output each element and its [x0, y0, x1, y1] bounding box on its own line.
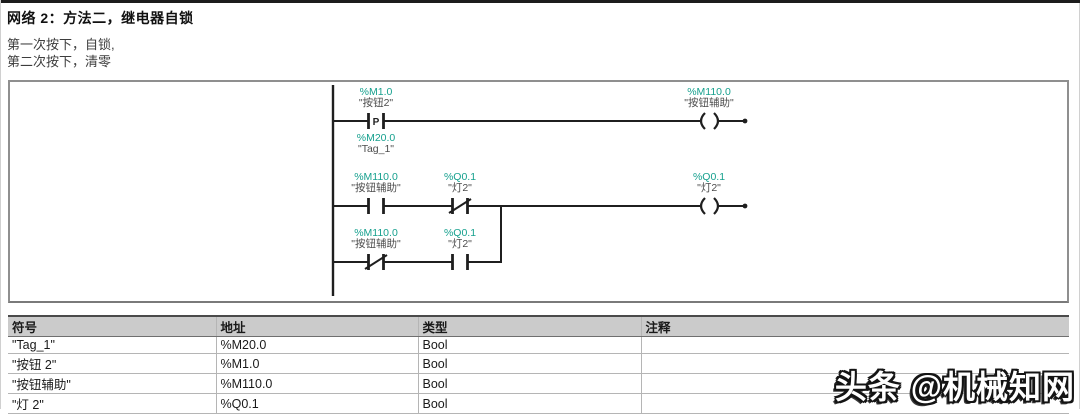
rung1-coil-tag-label: "按钮辅助" — [684, 97, 734, 109]
cell-address: %M110.0 — [215, 373, 418, 394]
rung2-coil-tag-label: "灯2" — [697, 182, 721, 194]
branch-nc-contact-address-label: %M110.0 — [354, 227, 398, 239]
column-header-symbol: 符号 — [8, 316, 216, 337]
cell-symbol: "按钮 2" — [8, 353, 216, 374]
cell-type: Bool — [417, 353, 641, 374]
branch-no-contact-address-label: %Q0.1 — [443, 227, 477, 239]
rung1-contact-address-label: %M1.0 — [359, 86, 393, 98]
rung1-wire — [333, 118, 748, 124]
cell-type: Bool — [417, 336, 641, 354]
cell-symbol: "按钮辅助" — [8, 373, 216, 394]
column-header-address: 地址 — [215, 316, 418, 337]
cell-address: %M20.0 — [215, 336, 418, 354]
nc-contact-branch[interactable] — [364, 254, 388, 270]
network-comment-line1: 第一次按下，自锁, — [7, 37, 115, 52]
rung2-no-contact-tag-label: "按钮辅助" — [351, 182, 401, 194]
rung1-terminal-dot — [742, 118, 748, 124]
positive-edge-symbol: P — [373, 117, 380, 128]
table-row: "Tag_1" %M20.0 Bool — [8, 336, 1069, 354]
network-comment-line2: 第二次按下，清零 — [7, 54, 112, 69]
cell-comment — [640, 336, 1069, 354]
rung2-nc-contact-tag-label: "灯2" — [448, 182, 472, 194]
cell-type: Bool — [417, 393, 641, 414]
cell-symbol: "Tag_1" — [8, 336, 216, 354]
rung2-output-coil[interactable] — [699, 197, 720, 215]
column-header-type: 类型 — [417, 316, 641, 337]
rung2-terminal-dot — [742, 203, 748, 209]
cell-symbol: "灯 2" — [8, 393, 216, 414]
cell-address: %Q0.1 — [215, 393, 418, 414]
cell-comment — [640, 353, 1069, 374]
rung2-nc-contact-address-label: %Q0.1 — [443, 171, 477, 183]
rung1-output-coil[interactable] — [699, 112, 720, 130]
cell-address: %M1.0 — [215, 353, 418, 374]
ladder-network-panel: P — [8, 80, 1069, 303]
branch-no-contact-tag-label: "灯2" — [448, 238, 472, 250]
no-contact-branch[interactable] — [451, 254, 469, 270]
table-row: "按钮 2" %M1.0 Bool — [8, 353, 1069, 374]
positive-edge-contact[interactable]: P — [367, 113, 385, 129]
no-contact-rung2[interactable] — [367, 198, 385, 214]
rung2-wire — [333, 203, 748, 263]
network-title: 网络 2：方法二，继电器自锁 — [7, 10, 194, 26]
watermark: 头条 @机械知网 — [834, 369, 1075, 405]
rung2-coil-address-label: %Q0.1 — [692, 171, 726, 183]
cell-comment — [640, 373, 1069, 394]
cell-type: Bool — [417, 373, 641, 394]
table-row: "按钮辅助" %M110.0 Bool — [8, 373, 1069, 394]
branch-nc-contact-tag-label: "按钮辅助" — [351, 238, 401, 250]
symbol-table: 符号 地址 类型 注释 "Tag_1" %M20.0 Bool "按钮 2" %… — [8, 315, 1069, 414]
rung1-edge-mem-address-label: %M20.0 — [356, 132, 396, 144]
rung1-edge-mem-tag-label: "Tag_1" — [357, 143, 395, 155]
rung1-contact-tag-label: "按钮2" — [358, 97, 394, 109]
rung1-coil-address-label: %M110.0 — [687, 86, 731, 98]
top-divider — [1, 0, 1080, 3]
nc-contact-rung2[interactable] — [448, 198, 472, 214]
symbol-table-header-row: 符号 地址 类型 注释 — [8, 316, 1069, 337]
rung2-no-contact-address-label: %M110.0 — [354, 171, 398, 183]
column-header-comment: 注释 — [640, 316, 1069, 337]
ladder-diagram: P — [331, 85, 748, 296]
